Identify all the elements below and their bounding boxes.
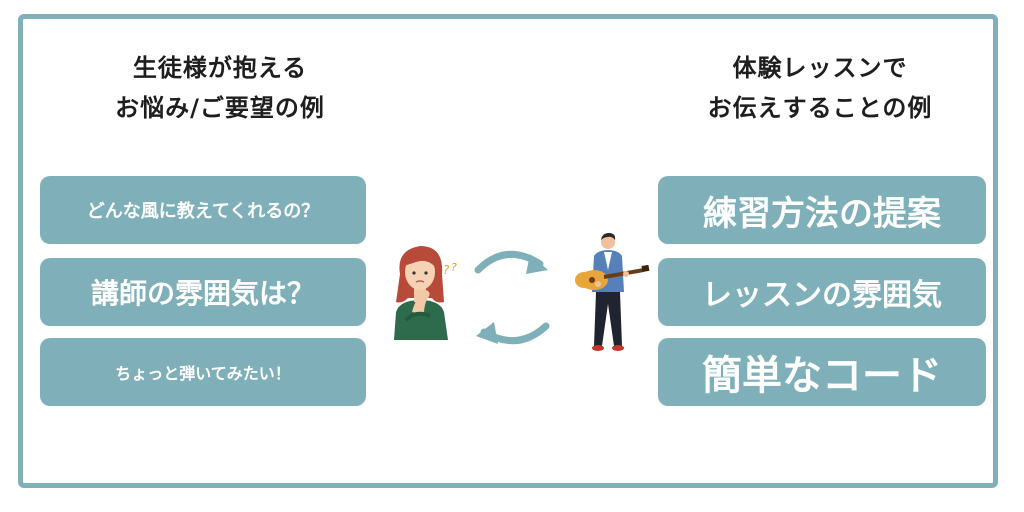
svg-text:?: ?	[451, 261, 457, 274]
concern-item-teacher-atmosphere: 講師の雰囲気は？	[40, 258, 366, 326]
lesson-content-heading: 体験レッスンで お伝えすることの例	[640, 48, 1000, 128]
guitar-teacher-icon	[575, 233, 650, 351]
lesson-heading-line2: お伝えすることの例	[707, 94, 933, 122]
concern-item-try-playing: ちょっと弾いてみたい！	[40, 338, 366, 406]
thinking-woman-icon	[394, 246, 448, 340]
student-concerns-heading: 生徒様が抱える お悩み/ご要望の例	[60, 48, 380, 128]
lesson-item-practice-method: 練習方法の提案	[658, 176, 986, 244]
lesson-item-simple-chords: 簡単なコード	[658, 338, 986, 406]
exchange-arrows-icon	[474, 250, 550, 345]
student-heading-line1: 生徒様が抱える	[132, 54, 308, 82]
lesson-item-lesson-atmosphere: レッスンの雰囲気	[658, 258, 986, 326]
svg-text:?: ?	[443, 263, 450, 277]
concern-item-teaching-style: どんな風に教えてくれるの？	[40, 176, 366, 244]
student-heading-line2: お悩み/ご要望の例	[115, 94, 325, 122]
question-marks-icon: ? ?	[443, 261, 457, 277]
lesson-heading-line1: 体験レッスンで	[732, 54, 908, 82]
